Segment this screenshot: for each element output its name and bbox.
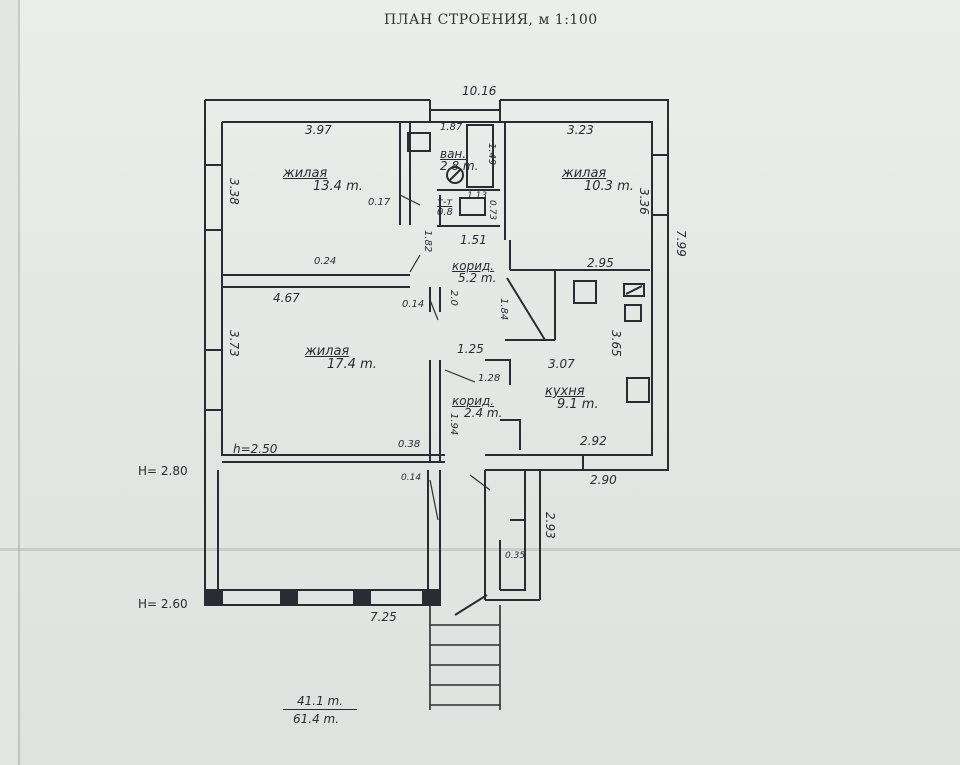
dimension-label: 3.65 (609, 330, 623, 357)
dimension-label: 2.92 (580, 434, 607, 448)
dimension-label: 1.25 (457, 342, 484, 356)
interior-walls (222, 122, 650, 471)
dimension-label: 0.14 (401, 473, 422, 483)
dimension-label: 3.36 (637, 188, 651, 215)
dimension-label: 1.28 (478, 373, 501, 384)
bathroom-fixtures (407, 124, 500, 227)
dimension-label: 0.14 (402, 299, 425, 310)
room-label: корид.5.2 m. (452, 259, 497, 285)
dimension-label: 1.51 (460, 233, 487, 247)
dimension-label: 7.99 (674, 230, 688, 257)
dimension-label: 1.87 (440, 122, 463, 133)
dimension-label: 0.17 (368, 197, 391, 208)
dimension-label: 10.16 (462, 84, 497, 98)
dimension-label: 1.94 (448, 413, 459, 436)
dimension-label: 1.13 (467, 191, 488, 201)
stairs (429, 605, 501, 710)
room-height-label: h=2.50 (233, 442, 278, 456)
plan-title: ПЛАН СТРОЕНИЯ, м 1:100 (384, 12, 598, 28)
room-label: корид.2.4 m. (452, 394, 503, 420)
dimension-label: 0.24 (314, 256, 337, 267)
dimension-label: 3.23 (567, 123, 594, 137)
dimension-label: 0.73 (487, 200, 497, 221)
veranda (204, 470, 441, 606)
living-area: 41.1 m. (283, 695, 358, 710)
dimension-label: 1.84 (498, 298, 509, 321)
dimension-label: 0.38 (398, 439, 421, 450)
dimension-label: 1.49 (486, 143, 497, 166)
total-area-fraction: 41.1 m. 61.4 m. (283, 695, 358, 726)
room-label: ван.2.8 m. (440, 147, 479, 173)
dimension-label: 0.35 (505, 551, 526, 561)
door-swings (399, 194, 491, 521)
dimension-label: 3.73 (227, 330, 241, 357)
dimension-label: 1.82 (422, 230, 433, 253)
dimension-label: 3.97 (305, 123, 332, 137)
dimension-label: 7.25 (370, 610, 397, 624)
kitchen-fixtures (485, 277, 650, 450)
outer-walls (204, 99, 669, 605)
total-area: 61.4 m. (293, 712, 340, 726)
dimension-label: 4.67 (273, 291, 300, 305)
dimension-label: 2.93 (543, 512, 557, 539)
height-mark: H= 2.80 (138, 464, 188, 478)
dimension-label: 2.95 (587, 256, 614, 270)
height-mark: H= 2.60 (138, 597, 188, 611)
porch (454, 470, 541, 616)
dimension-label: 3.38 (227, 178, 241, 205)
dimension-label: 2.0 (448, 290, 459, 306)
paper-sheet (18, 0, 960, 765)
paper-fold (0, 548, 960, 551)
dimension-label: 2.90 (590, 473, 617, 487)
paper-edge (18, 0, 20, 765)
dimension-label: 3.07 (548, 357, 575, 371)
